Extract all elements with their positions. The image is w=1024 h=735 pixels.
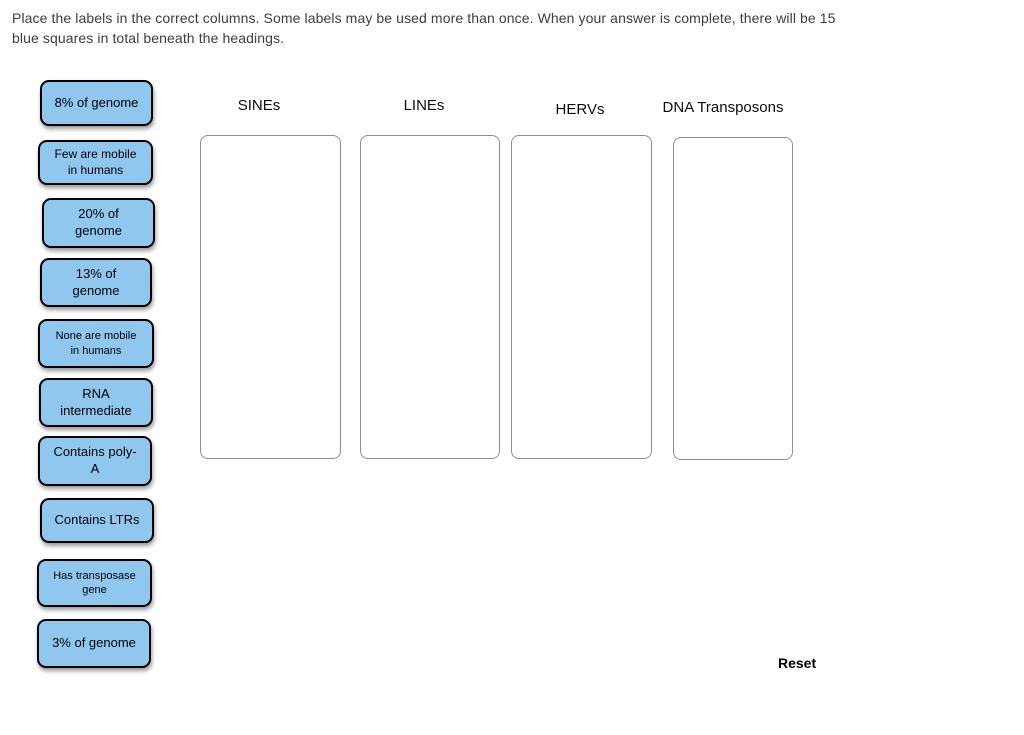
dropzone-lines[interactable]: [360, 135, 500, 459]
reset-button[interactable]: Reset: [778, 655, 817, 671]
label-has-transposase-gene[interactable]: Has transposase gene: [37, 559, 152, 607]
instructions-line-1: Place the labels in the correct columns.…: [12, 10, 836, 26]
label-text-line: in humans: [67, 162, 124, 177]
label-text-line: genome: [72, 282, 120, 298]
label-8-percent-of-genome[interactable]: 8% of genome: [40, 80, 153, 126]
label-13-percent-of-genome[interactable]: 13% of genome: [40, 258, 152, 307]
column-header-dna-transposons: DNA Transposons: [662, 99, 784, 116]
label-text-line: 3% of genome: [52, 635, 136, 651]
dropzone-dna-transposons[interactable]: [673, 137, 793, 460]
label-20-percent-of-genome[interactable]: 20% of genome: [42, 198, 155, 248]
column-header-hervs: HERVs: [555, 101, 605, 118]
label-none-are-mobile-in-humans[interactable]: None are mobile in humans: [38, 319, 154, 368]
label-contains-ltrs[interactable]: Contains LTRs: [40, 498, 154, 543]
label-text-line: RNA: [82, 385, 110, 401]
label-rna-intermediate[interactable]: RNA intermediate: [39, 378, 153, 427]
label-text-line: Few are mobile: [54, 146, 137, 161]
label-few-are-mobile-in-humans[interactable]: Few are mobile in humans: [38, 140, 153, 185]
column-header-sines: SINEs: [237, 97, 281, 114]
instructions-text: Place the labels in the correct columns.…: [12, 8, 1012, 48]
label-text-line: intermediate: [60, 402, 132, 418]
label-text-line: Contains LTRs: [54, 512, 140, 528]
label-contains-poly-a[interactable]: Contains poly- A: [38, 436, 152, 486]
label-text-line: 13% of: [75, 265, 117, 281]
label-text-line: in humans: [70, 344, 122, 357]
label-text-line: A: [90, 461, 100, 476]
label-text-line: 20% of: [78, 206, 119, 222]
label-text-line: genome: [75, 223, 122, 238]
dropzone-hervs[interactable]: [511, 135, 652, 459]
label-text-line: Has transposase: [53, 569, 136, 582]
dropzone-sines[interactable]: [200, 135, 341, 459]
label-text-line: Contains poly-: [53, 444, 137, 460]
label-text-line: 8% of genome: [54, 94, 139, 110]
instructions-line-2: blue squares in total beneath the headin…: [12, 30, 285, 46]
label-text-line: None are mobile: [55, 330, 137, 343]
label-text-line: gene: [82, 584, 107, 596]
label-3-percent-of-genome[interactable]: 3% of genome: [37, 619, 151, 668]
column-header-lines: LINEs: [403, 97, 445, 114]
